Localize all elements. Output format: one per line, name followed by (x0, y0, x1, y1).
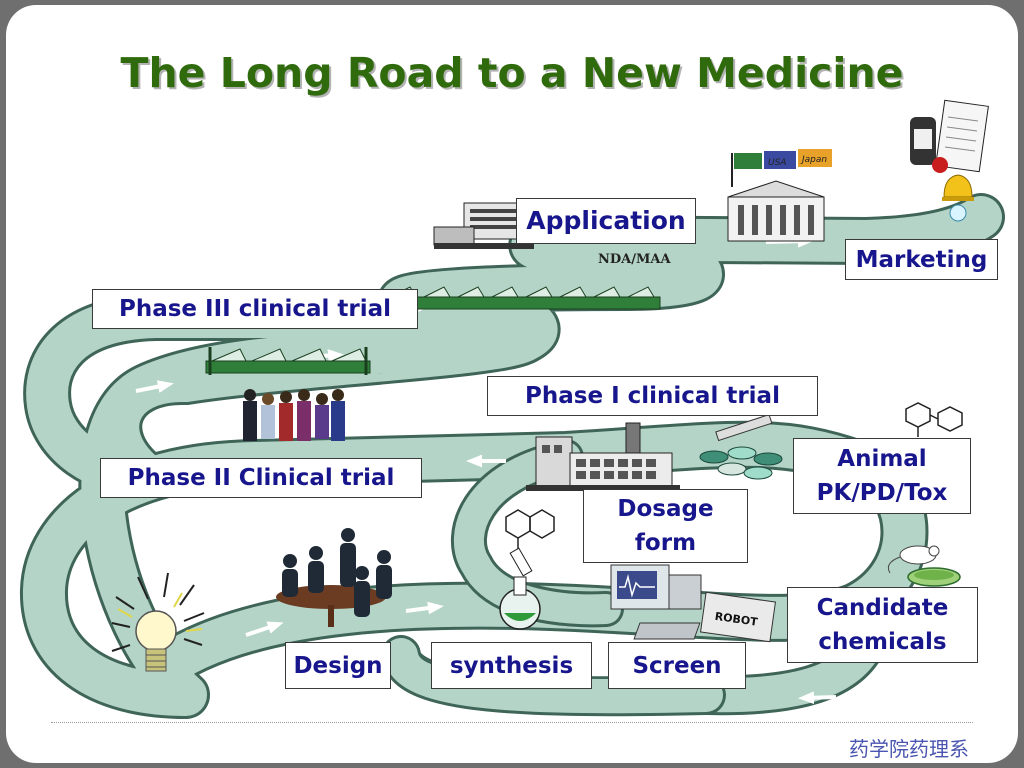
mouse-petri-dish-illustration (887, 545, 961, 587)
flag-usa-text: USA (768, 158, 786, 168)
page-title: The Long Road to a New Medicine (120, 49, 904, 97)
stage-label-screen: Screen (608, 642, 746, 689)
stage-label-animal: Animal PK/PD/Tox (793, 438, 971, 514)
stage-label-phase-1: Phase I clinical trial (487, 376, 818, 416)
road-arrow (405, 601, 444, 615)
bell-icon (942, 174, 974, 222)
factory-illustration (526, 422, 680, 491)
synthesis-flask-illustration (499, 509, 555, 630)
flag-japan-text: Japan (800, 155, 827, 165)
stage-label-phase-2: Phase II Clinical trial (100, 458, 422, 498)
stage-label-phase-3: Phase III clinical trial (92, 289, 418, 329)
stage-label-design: Design (285, 642, 391, 689)
stage-label-candidate-chemicals: Candidate chemicals (787, 587, 978, 663)
lightbulb-icon (111, 572, 205, 672)
stage-label-synthesis: synthesis (431, 642, 592, 689)
government-building-illustration (727, 180, 825, 242)
stage-label-application: Application (516, 198, 696, 244)
screening-robot-illustration: ROBOT (610, 564, 777, 643)
country-flags-illustration: USA Japan (731, 149, 832, 187)
stage-label-marketing: Marketing (845, 239, 998, 280)
hospital-beds-small-illustration (205, 347, 371, 375)
molecule-icon (905, 402, 963, 437)
footer-text: 药学院药理系 (849, 737, 969, 761)
medicine-document-illustration (910, 99, 989, 173)
footer-divider (51, 722, 973, 723)
road-arrow (135, 380, 174, 393)
stage-label-dosage-form: Dosage form (583, 489, 748, 563)
pills-syringe-illustration (699, 408, 787, 480)
road-arrow (245, 621, 284, 637)
volunteers-group-illustration (243, 389, 345, 441)
nda-maa-sign: NDA/MAA (598, 252, 671, 267)
slide: ROBOT (6, 5, 1018, 763)
design-meeting-illustration (276, 528, 392, 627)
robot-text: ROBOT (714, 610, 759, 629)
road-arrow (798, 691, 837, 705)
